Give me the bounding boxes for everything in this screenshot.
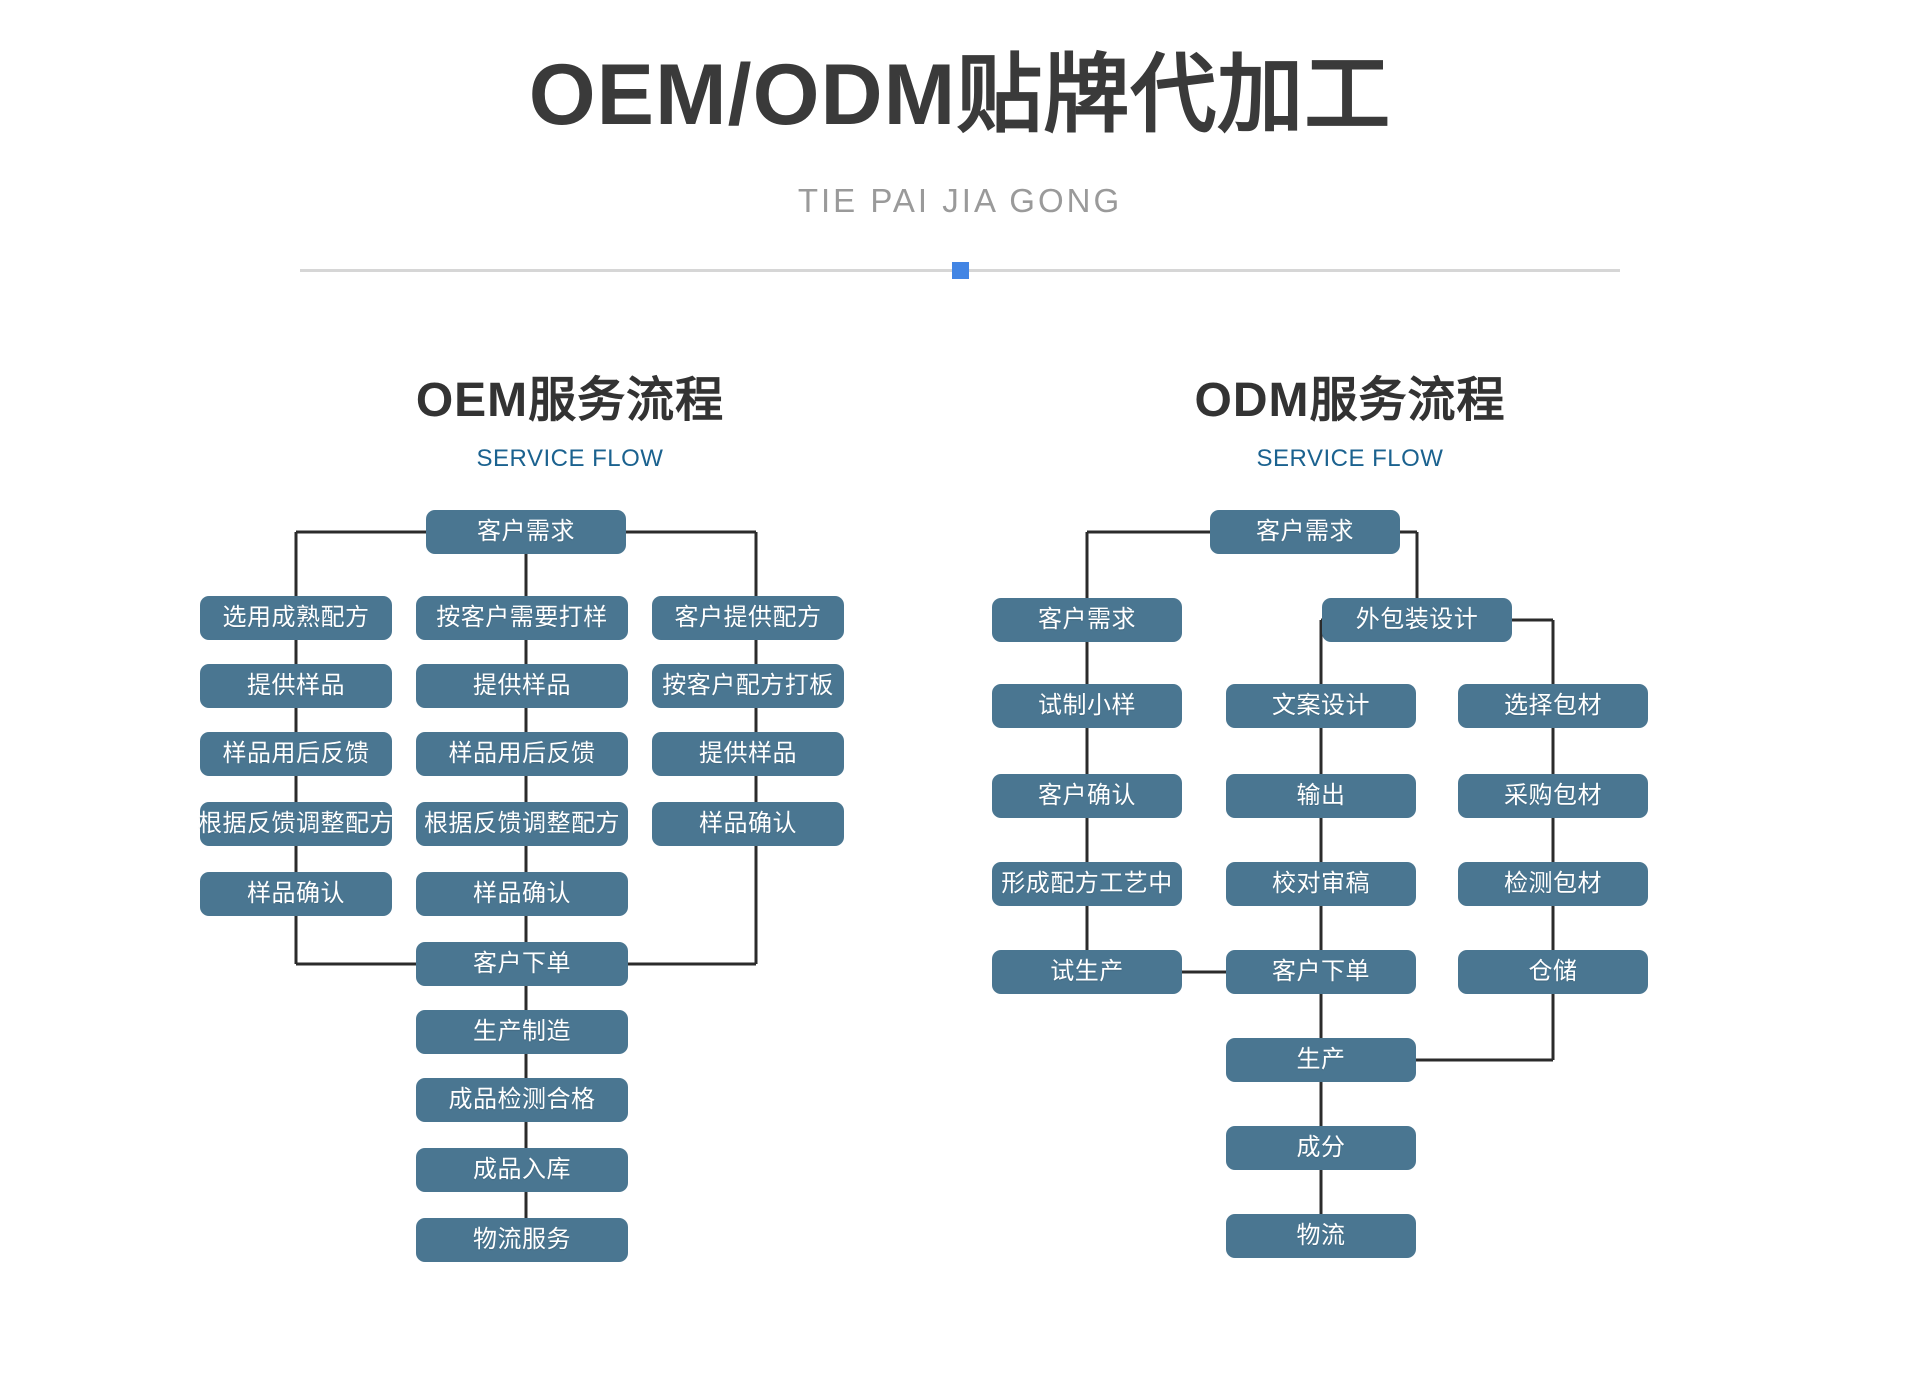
flow-node-oem-root[interactable]: 客户需求	[426, 510, 626, 554]
oem-column-subtitle: SERVICE FLOW	[476, 445, 664, 472]
flow-node-odm-r1[interactable]: 选择包材	[1458, 684, 1648, 728]
flow-node-oem-b4[interactable]: 物流服务	[416, 1218, 628, 1262]
page-subtitle-pinyin: TIE PAI JIA GONG	[797, 182, 1123, 219]
flow-node-odm-l2[interactable]: 试制小样	[992, 684, 1182, 728]
odm-flow-diagram: 客户需求客户需求试制小样客户确认形成配方工艺中试生产 外包装设计文案设计输出校对审…	[920, 510, 1780, 1370]
flow-node-oem-m4[interactable]: 根据反馈调整配方	[416, 802, 628, 846]
flow-node-odm-l5[interactable]: 试生产	[992, 950, 1182, 994]
flow-node-oem-l5[interactable]: 样品确认	[200, 872, 392, 916]
oem-column-title: OEM服务流程	[415, 374, 725, 427]
oem-flow-column: OEM服务流程 SERVICE FLOW 客户需求选用成熟配方提供样品样品用后反…	[140, 360, 1000, 1370]
flow-node-odm-pkg[interactable]: 外包装设计	[1322, 598, 1512, 642]
flow-node-odm-b2[interactable]: 物流	[1226, 1214, 1416, 1258]
flow-node-odm-order[interactable]: 客户下单	[1226, 950, 1416, 994]
flow-node-oem-l2[interactable]: 提供样品	[200, 664, 392, 708]
flow-node-oem-m2[interactable]: 提供样品	[416, 664, 628, 708]
flow-node-odm-l3[interactable]: 客户确认	[992, 774, 1182, 818]
flow-node-odm-l1[interactable]: 客户需求	[992, 598, 1182, 642]
odm-column-subtitle: SERVICE FLOW	[1256, 445, 1444, 472]
flow-node-odm-b1[interactable]: 成分	[1226, 1126, 1416, 1170]
flow-node-odm-m3[interactable]: 校对审稿	[1226, 862, 1416, 906]
flow-node-odm-m2[interactable]: 输出	[1226, 774, 1416, 818]
flow-node-oem-order[interactable]: 客户下单	[416, 942, 628, 986]
flow-node-oem-b2[interactable]: 成品检测合格	[416, 1078, 628, 1122]
page-title: OEM/ODM贴牌代加工	[528, 47, 1392, 143]
flow-node-oem-l1[interactable]: 选用成熟配方	[200, 596, 392, 640]
odm-column-title: ODM服务流程	[1194, 374, 1506, 427]
flow-node-oem-m1[interactable]: 按客户需要打样	[416, 596, 628, 640]
divider-accent-square	[952, 262, 969, 279]
flow-node-oem-r4[interactable]: 样品确认	[652, 802, 844, 846]
flow-node-odm-root[interactable]: 客户需求	[1210, 510, 1400, 554]
header-divider	[300, 258, 1620, 282]
flow-node-odm-r4[interactable]: 仓储	[1458, 950, 1648, 994]
flow-node-oem-l4[interactable]: 根据反馈调整配方	[198, 802, 394, 846]
flow-node-oem-r3[interactable]: 提供样品	[652, 732, 844, 776]
flow-node-oem-l3[interactable]: 样品用后反馈	[200, 732, 392, 776]
flow-node-oem-b1[interactable]: 生产制造	[416, 1010, 628, 1054]
odm-flow-column: ODM服务流程 SERVICE FLOW 客户需求客户需求试制小样客户确认形成配…	[920, 360, 1780, 1370]
flow-node-oem-m5[interactable]: 样品确认	[416, 872, 628, 916]
flow-node-oem-r2[interactable]: 按客户配方打板	[652, 664, 844, 708]
flow-node-odm-prod[interactable]: 生产	[1226, 1038, 1416, 1082]
flow-node-oem-b3[interactable]: 成品入库	[416, 1148, 628, 1192]
flow-node-odm-r2[interactable]: 采购包材	[1458, 774, 1648, 818]
page-header: OEM/ODM贴牌代加工 TIE PAI JIA GONG	[0, 0, 1920, 300]
flow-node-oem-m3[interactable]: 样品用后反馈	[416, 732, 628, 776]
flow-node-odm-r3[interactable]: 检测包材	[1458, 862, 1648, 906]
flow-node-odm-m1[interactable]: 文案设计	[1226, 684, 1416, 728]
oem-flow-diagram: 客户需求选用成熟配方提供样品样品用后反馈根据反馈调整配方样品确认按客户需要打样提…	[140, 510, 1000, 1370]
flow-node-odm-l4[interactable]: 形成配方工艺中	[992, 862, 1182, 906]
flow-node-oem-r1[interactable]: 客户提供配方	[652, 596, 844, 640]
